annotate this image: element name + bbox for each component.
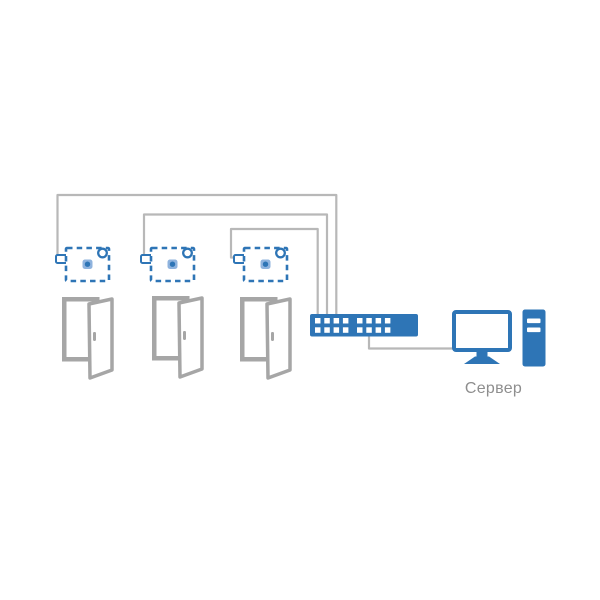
switch-port [366, 318, 372, 324]
switch-port [384, 318, 391, 324]
switch-body [310, 314, 418, 337]
pc-tower-icon [522, 309, 546, 367]
door-icon-2 [154, 298, 202, 377]
wire-controller2-to-switch [142, 213, 329, 320]
network-switch-icon [310, 314, 418, 337]
switch-port [375, 318, 382, 324]
switch-port [315, 327, 321, 333]
switch-port [333, 318, 340, 324]
switch-port [315, 318, 321, 324]
switch-port [366, 327, 372, 333]
controller-board-icon-3 [232, 246, 289, 283]
switch-port [384, 327, 391, 333]
monitor-base [464, 356, 500, 364]
monitor-neck [476, 350, 488, 357]
monitor-screen [452, 310, 512, 352]
switch-port [342, 318, 349, 324]
tower-slot [527, 327, 541, 333]
wire-controller1-to-switch [56, 193, 338, 320]
switch-port [324, 318, 330, 324]
switch-port [357, 327, 363, 333]
controller-board-icon-2 [139, 246, 196, 283]
switch-port [357, 318, 363, 324]
controller-board-icon-1 [54, 246, 111, 283]
tower-body [522, 309, 546, 367]
server-label: Сервер [464, 380, 523, 397]
wire-controller3-to-switch [229, 227, 319, 320]
switch-port [375, 327, 382, 333]
door-icon-3 [242, 299, 290, 378]
door-icon-1 [64, 299, 112, 378]
switch-port [324, 327, 330, 333]
monitor-icon [452, 310, 512, 364]
wires [56, 193, 454, 350]
switch-port [333, 327, 340, 333]
wire-switch-to-server [367, 332, 454, 350]
switch-port [342, 327, 349, 333]
tower-slot [527, 318, 541, 324]
